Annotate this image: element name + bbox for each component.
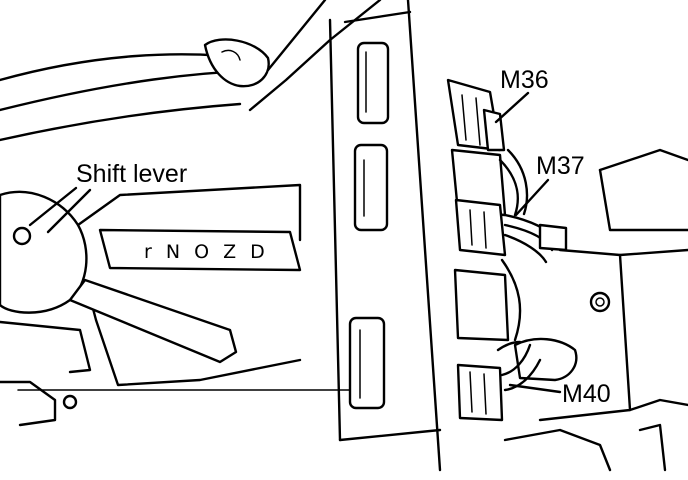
label-m40: M40: [562, 380, 611, 408]
console-outline: [0, 0, 382, 142]
gear-indicator: r N O Z D: [144, 241, 269, 263]
mounting-bracket: [503, 148, 688, 472]
shift-lever-assembly: [0, 183, 381, 427]
connector-m40: [453, 268, 578, 422]
connector-m36: [446, 78, 506, 152]
label-m37: M37: [536, 152, 585, 180]
connector-m37: [450, 148, 507, 257]
leader-lines: [28, 91, 562, 394]
side-panel: [328, 0, 442, 472]
label-m36: M36: [500, 66, 549, 94]
label-shift-lever: Shift lever: [76, 160, 187, 188]
harness-wires: [498, 148, 568, 342]
